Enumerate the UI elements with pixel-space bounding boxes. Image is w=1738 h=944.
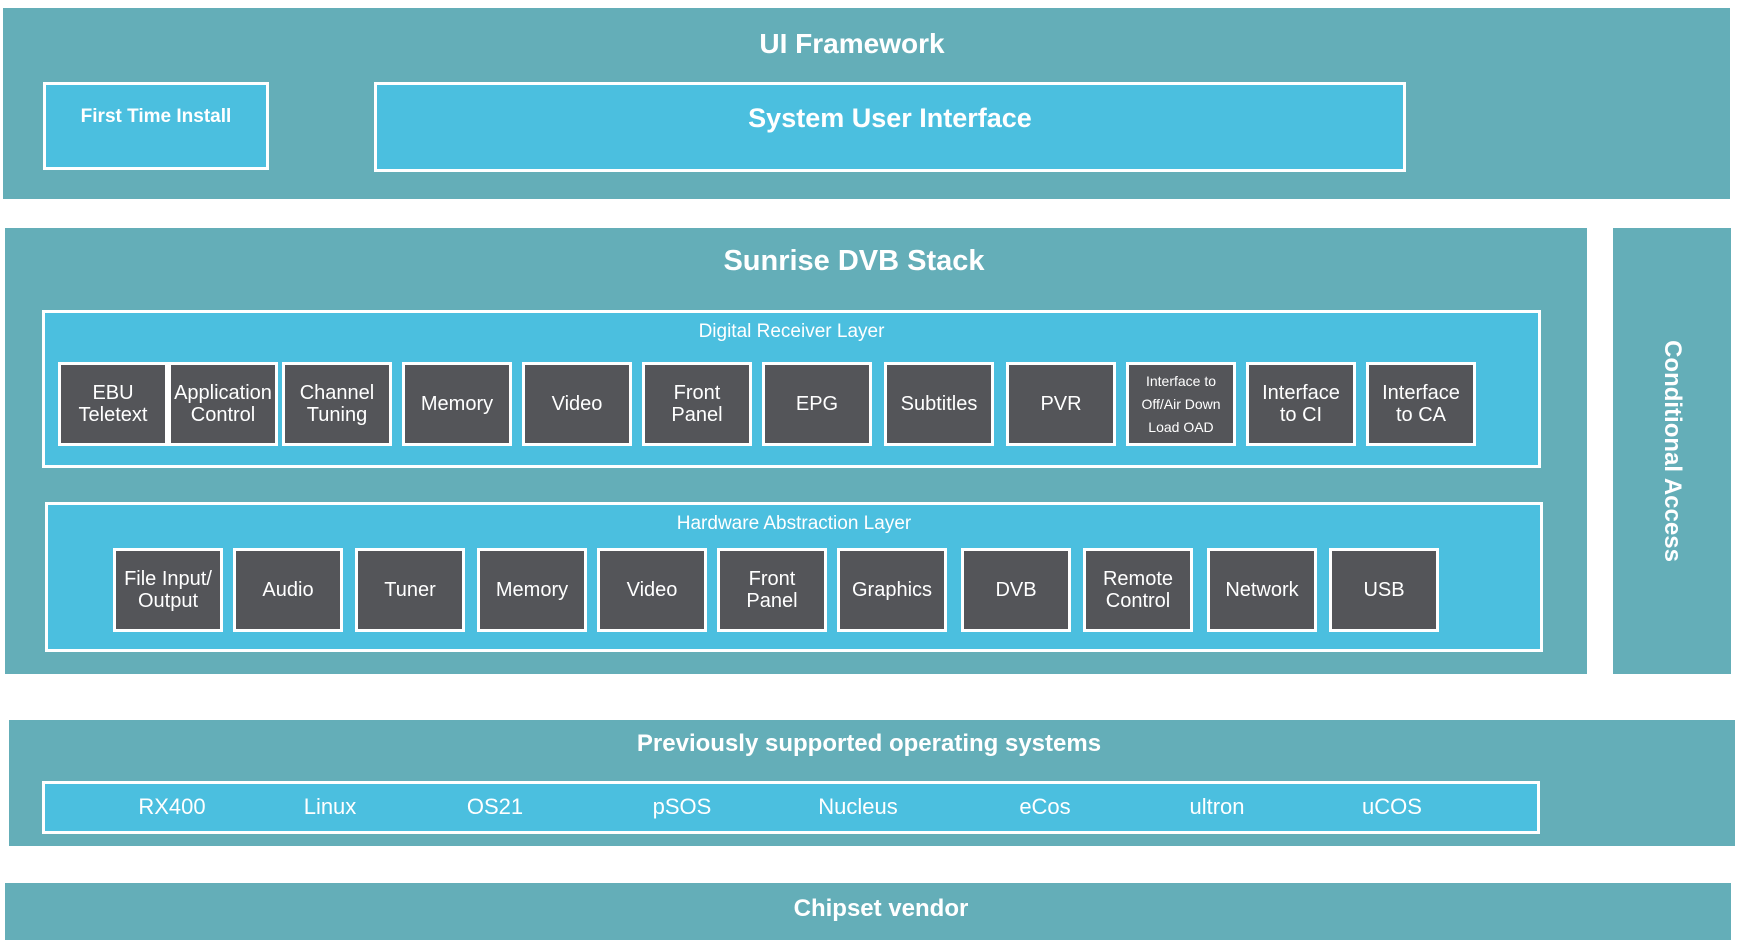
os-item-os21: OS21 — [466, 794, 524, 819]
hal-file-input-output-module: File Input/ Output — [113, 548, 223, 632]
hal-usb-module: USB — [1329, 548, 1439, 632]
hardware-abstraction-layer-title: Hardware Abstraction Layer — [676, 513, 912, 534]
drl-application-control-module: Application Control — [168, 362, 278, 446]
hal-graphics-module: Graphics — [837, 548, 947, 632]
hal-memory-module: Memory — [477, 548, 587, 632]
first-time-install-label: First Time Install — [80, 106, 232, 127]
operating-systems-list: RX400 Linux OS21 pSOS Nucleus eCos ultron uCOS — [42, 781, 1540, 834]
operating-systems-title: Previously supported operating systems — [636, 730, 1102, 757]
ui-framework-panel: UI Framework First Time Install System U… — [3, 8, 1730, 199]
hal-tuner-module: Tuner — [355, 548, 465, 632]
os-item-psos: pSOS — [652, 794, 712, 819]
hal-dvb-module: DVB — [961, 548, 1071, 632]
os-item-ucos: uCOS — [1362, 794, 1422, 819]
os-item-rx400: RX400 — [138, 794, 206, 819]
hal-audio-module: Audio — [233, 548, 343, 632]
drl-front-panel-module: Front Panel — [642, 362, 752, 446]
hal-video-module: Video — [597, 548, 707, 632]
drl-interface-to-ci-module: Interface to CI — [1246, 362, 1356, 446]
drl-channel-tuning-module: Channel Tuning — [282, 362, 392, 446]
chipset-vendor-title: Chipset vendor — [793, 895, 969, 922]
os-item-ultron: ultron — [1189, 794, 1245, 819]
system-user-interface-label: System User Interface — [748, 103, 1032, 133]
ui-framework-title: UI Framework — [759, 28, 945, 59]
conditional-access-label: Conditional Access — [1659, 340, 1686, 562]
digital-receiver-layer-title: Digital Receiver Layer — [698, 321, 885, 342]
hal-remote-control-module: Remote Control — [1083, 548, 1193, 632]
hal-front-panel-module: Front Panel — [717, 548, 827, 632]
os-item-nucleus: Nucleus — [818, 794, 898, 819]
hardware-abstraction-layer: Hardware Abstraction Layer File Input/ O… — [45, 502, 1543, 652]
dvb-stack-title: Sunrise DVB Stack — [723, 245, 985, 277]
drl-ebu-teletext-module: EBU Teletext — [58, 362, 168, 446]
drl-interface-to-ca-module: Interface to CA — [1366, 362, 1476, 446]
drl-interface-to-off-air-down-load-oad-module: Interface to Off/Air Down Load OAD — [1126, 362, 1236, 446]
dvb-stack-panel: Sunrise DVB Stack Digital Receiver Layer… — [5, 228, 1587, 674]
drl-pvr-module: PVR — [1006, 362, 1116, 446]
first-time-install-box: First Time Install — [43, 82, 269, 170]
drl-memory-module: Memory — [402, 362, 512, 446]
drl-subtitles-module: Subtitles — [884, 362, 994, 446]
drl-epg-module: EPG — [762, 362, 872, 446]
operating-systems-panel: Previously supported operating systems R… — [9, 720, 1735, 846]
conditional-access-panel: Conditional Access — [1613, 228, 1731, 674]
hal-network-module: Network — [1207, 548, 1317, 632]
os-item-linux: Linux — [303, 794, 357, 819]
system-user-interface-box: System User Interface — [374, 82, 1406, 172]
os-item-ecos: eCos — [1019, 794, 1071, 819]
chipset-vendor-panel: Chipset vendor — [5, 883, 1731, 940]
drl-video-module: Video — [522, 362, 632, 446]
